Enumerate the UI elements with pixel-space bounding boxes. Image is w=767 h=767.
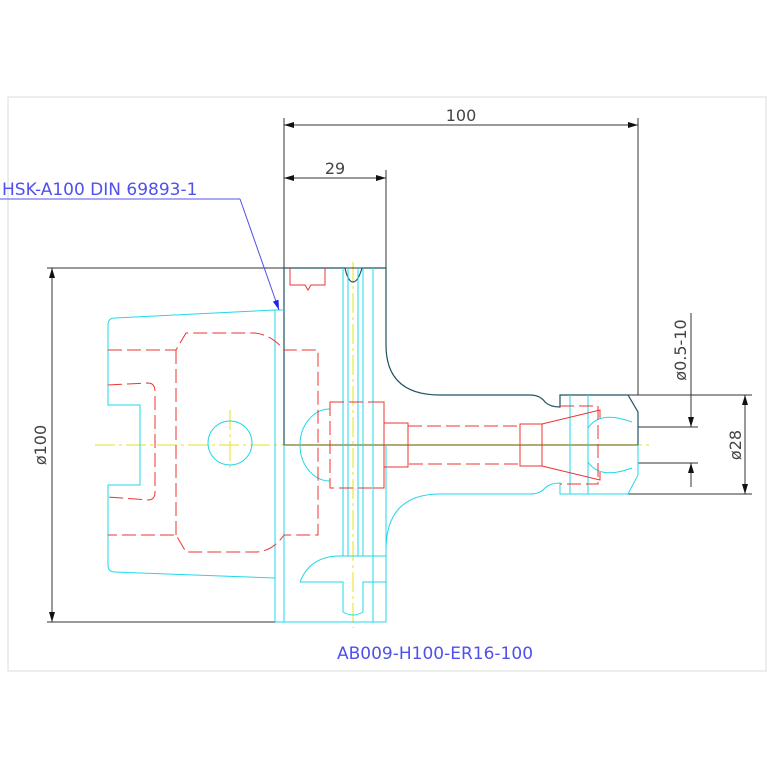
dimension-29-text: 29 bbox=[325, 159, 345, 178]
dimension-d28: ø28 bbox=[628, 394, 752, 495]
dimension-clamping-range: ø0.5-10 bbox=[638, 313, 698, 487]
hidden-lines bbox=[107, 268, 601, 553]
holder-section-outline bbox=[283, 267, 639, 445]
dimension-clamping-text: ø0.5-10 bbox=[671, 319, 690, 380]
dimension-100: 100 bbox=[283, 106, 639, 445]
dimension-d100-text: ø100 bbox=[31, 425, 50, 465]
dimension-29: 29 bbox=[284, 159, 387, 268]
dimension-100-text: 100 bbox=[446, 106, 477, 125]
hsk-leader bbox=[0, 198, 280, 311]
hsk-spec-label: HSK-A100 DIN 69893-1 bbox=[2, 180, 197, 200]
drawing-border bbox=[7, 96, 767, 672]
part-number-label: AB009-H100-ER16-100 bbox=[337, 644, 533, 664]
dimension-d28-text: ø28 bbox=[726, 430, 745, 460]
dimension-d100: ø100 bbox=[31, 267, 386, 623]
holder-visible-lines bbox=[107, 268, 639, 623]
